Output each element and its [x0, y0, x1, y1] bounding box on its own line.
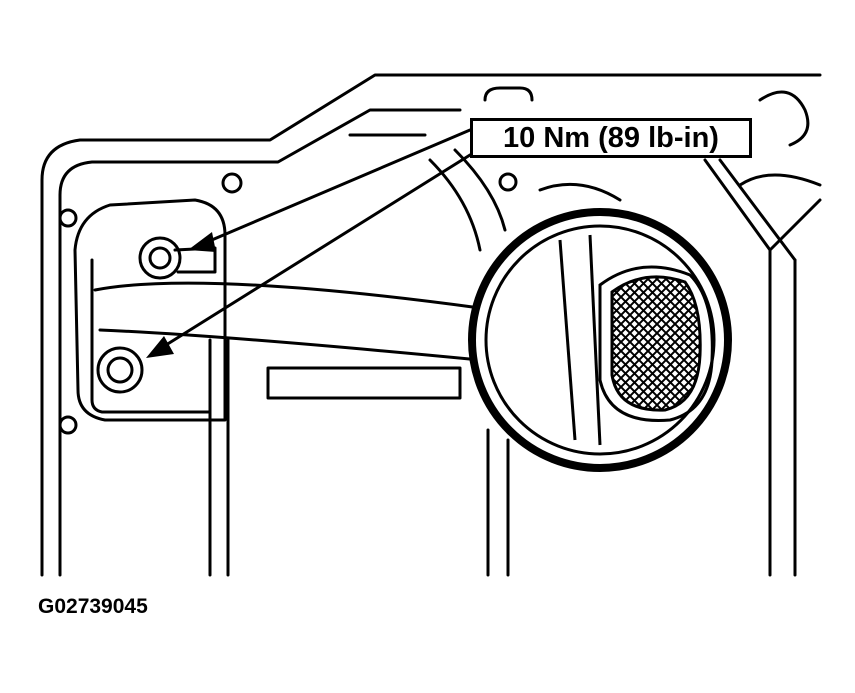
lower-bolt [96, 346, 144, 394]
gasket-channel [73, 198, 227, 422]
housing-outline [40, 73, 822, 577]
arrowhead-upper [188, 232, 216, 252]
locating-boss [758, 90, 810, 147]
torque-callout: 10 Nm (89 lb-in) [470, 118, 752, 158]
arrowhead-lower [146, 336, 174, 358]
magnifier-tube [93, 281, 482, 310]
filter-screen [610, 275, 702, 412]
magnified-filter-view [468, 208, 732, 472]
leader-line-upper [198, 128, 472, 247]
bolt-hole [221, 172, 243, 194]
torque-spec-label: 10 Nm (89 lb-in) [503, 121, 719, 154]
bolt-hole [58, 415, 78, 435]
slot [266, 366, 462, 400]
bolt-hole [498, 172, 518, 192]
bolt-hole [58, 208, 78, 228]
locating-boss [483, 86, 534, 102]
housing-inner-outline [58, 108, 462, 577]
figure-id-label: G02739045 [38, 595, 148, 618]
upper-bolt [138, 236, 182, 280]
leader-line-lower [156, 153, 472, 352]
